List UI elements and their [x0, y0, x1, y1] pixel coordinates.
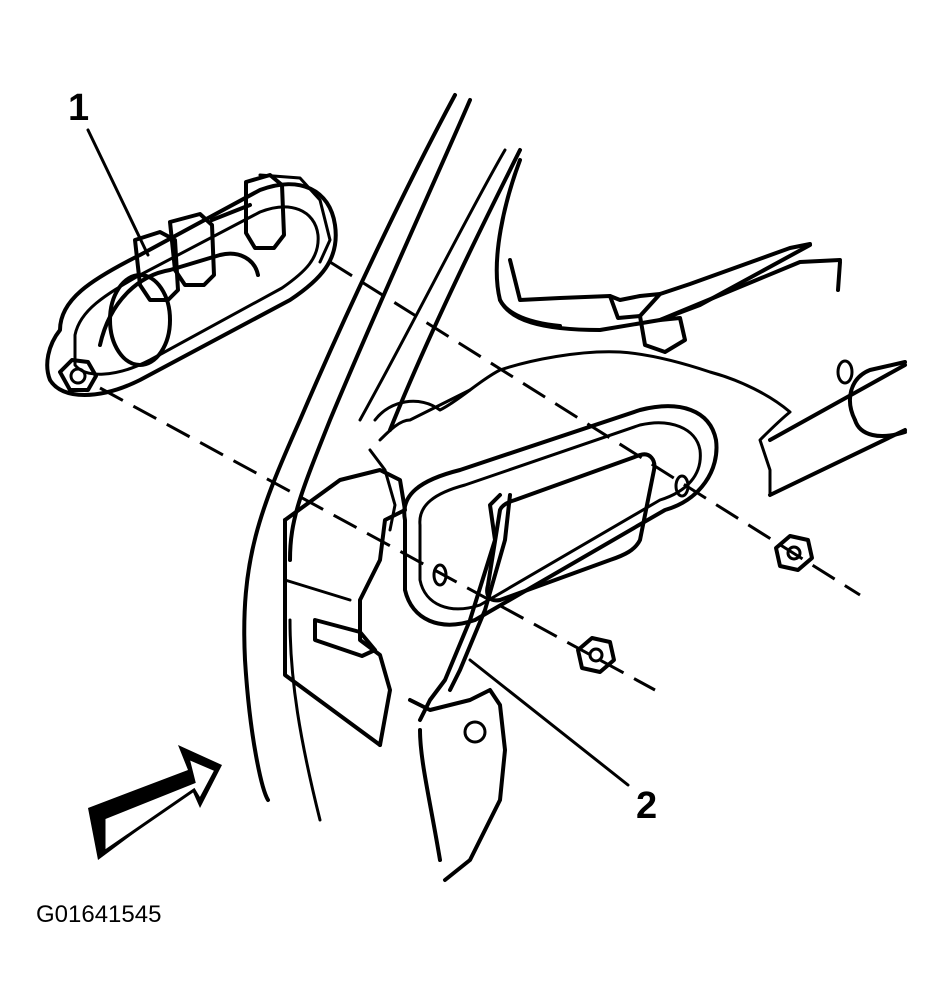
- hex-nut-icon: [774, 534, 814, 572]
- door-pillar: [242, 93, 522, 862]
- leader-line-1: [86, 128, 150, 257]
- lamp-bulb: [108, 273, 172, 367]
- lower-bracket: [283, 468, 407, 747]
- hex-nut-icon: [576, 636, 616, 674]
- harness-grommet-hole: [463, 720, 487, 744]
- exploded-view-lines: [99, 260, 861, 692]
- view-direction-arrow-icon: [88, 745, 222, 860]
- panel-breakaway: [368, 350, 792, 532]
- figure-id: G01641545: [36, 901, 161, 928]
- lamp-assembly: [45, 173, 338, 397]
- rail-mounting-hole: [836, 359, 854, 385]
- callout-1: 1: [68, 87, 89, 129]
- side-rail: [768, 359, 907, 497]
- wiring-harness: [408, 493, 512, 882]
- callout-2: 2: [636, 785, 657, 827]
- lamp-opening: [402, 404, 719, 627]
- housing-stud: [58, 358, 98, 392]
- roof-rail: [494, 158, 842, 354]
- leader-line-2: [468, 658, 630, 787]
